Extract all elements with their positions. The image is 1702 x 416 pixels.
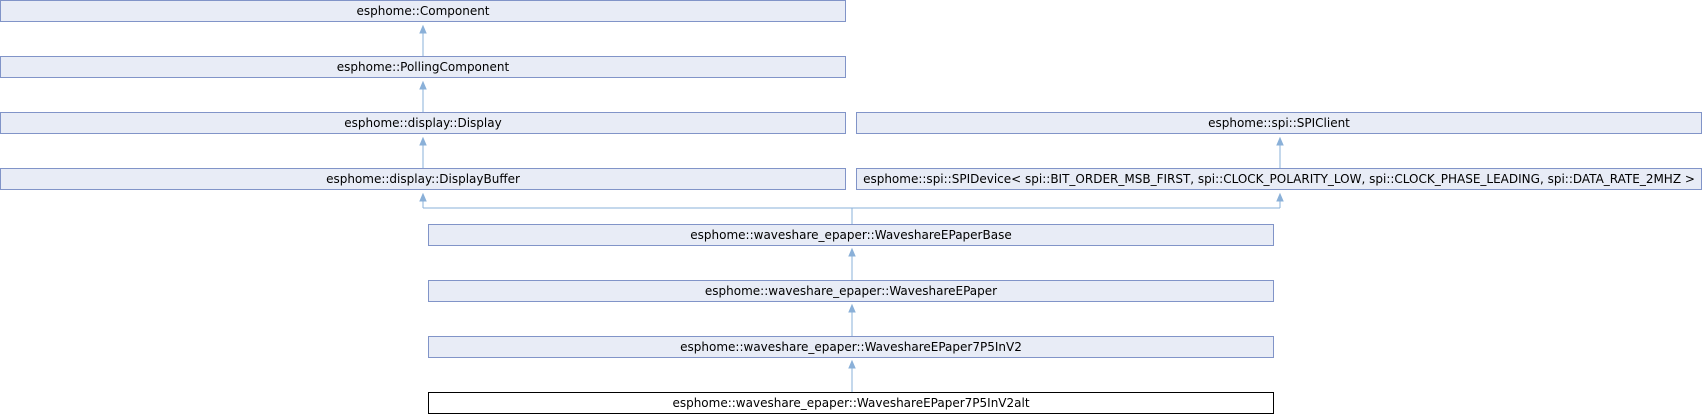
class-node-waveshare-epaper-base[interactable]: esphome::waveshare_epaper::WaveshareEPap… <box>428 224 1274 246</box>
arrowhead-display <box>419 136 427 146</box>
arrowhead-v2 <box>848 359 856 369</box>
arrowhead-epaper <box>848 303 856 313</box>
arrowhead-buffer <box>419 192 427 202</box>
class-node-display-buffer[interactable]: esphome::display::DisplayBuffer <box>0 168 846 190</box>
class-node-waveshare-epaper-7p5-v2[interactable]: esphome::waveshare_epaper::WaveshareEPap… <box>428 336 1274 358</box>
class-node-component[interactable]: esphome::Component <box>0 0 846 22</box>
class-node-waveshare-epaper[interactable]: esphome::waveshare_epaper::WaveshareEPap… <box>428 280 1274 302</box>
class-node-spi-device[interactable]: esphome::spi::SPIDevice< spi::BIT_ORDER_… <box>856 168 1702 190</box>
arrowhead-spiclient <box>1276 136 1284 146</box>
class-node-waveshare-epaper-7p5-v2-alt: esphome::waveshare_epaper::WaveshareEPap… <box>428 392 1274 414</box>
arrowhead-component <box>419 24 427 34</box>
class-node-display[interactable]: esphome::display::Display <box>0 112 846 134</box>
arrowhead-spidevice <box>1276 192 1284 202</box>
arrowhead-polling <box>419 80 427 90</box>
arrowhead-base <box>848 247 856 257</box>
class-node-spi-client[interactable]: esphome::spi::SPIClient <box>856 112 1702 134</box>
class-node-polling-component[interactable]: esphome::PollingComponent <box>0 56 846 78</box>
